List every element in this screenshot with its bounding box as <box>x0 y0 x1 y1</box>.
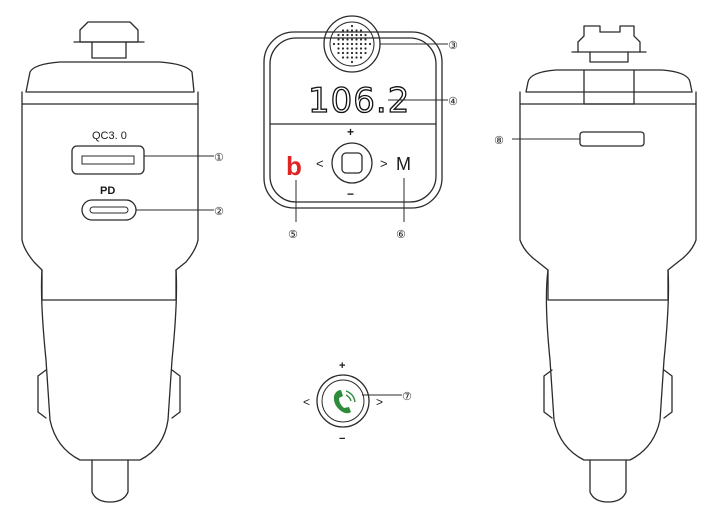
callout-5: ⑤ <box>288 228 298 241</box>
callout-7: ⑦ <box>402 390 412 403</box>
grille-hole <box>364 33 367 37</box>
charger-back-view: ⑧ <box>494 25 697 503</box>
usb-port-label: QC3. 0 <box>92 130 127 142</box>
grille-hole <box>359 42 363 46</box>
right-arrow-mark-2: > <box>376 395 383 409</box>
grille-hole <box>355 56 358 59</box>
grille-hole <box>350 51 354 55</box>
grille-hole <box>337 33 340 37</box>
grille-hole <box>350 47 354 50</box>
callout-3: ③ <box>448 39 458 52</box>
pd-port-label: PD <box>100 185 115 197</box>
grille-hole <box>341 42 345 46</box>
grille-hole <box>332 42 336 46</box>
grille-hole <box>350 24 354 28</box>
grille-hole <box>346 47 349 50</box>
minus-mark-2: − <box>339 433 345 445</box>
grille-hole <box>350 29 354 32</box>
grille-hole <box>350 38 354 41</box>
call-button-detail: + − < > ⑦ <box>303 360 412 445</box>
grille-hole <box>364 47 367 50</box>
left-arrow-mark: < <box>316 156 324 171</box>
left-arrow-mark-2: < <box>303 395 310 409</box>
grille-hole <box>359 29 363 32</box>
grille-hole <box>346 38 349 41</box>
grille-hole <box>350 60 354 64</box>
grille-hole <box>346 56 349 59</box>
grille-hole <box>341 51 345 55</box>
grille-hole <box>346 29 349 32</box>
grille-hole <box>341 29 345 32</box>
callout-2: ② <box>214 205 224 218</box>
grille-hole <box>364 38 367 41</box>
grille-hole <box>341 56 345 59</box>
grille-hole <box>359 51 363 55</box>
usb-a-port <box>71 145 145 175</box>
grille-hole <box>359 33 363 37</box>
grille-hole <box>341 47 345 50</box>
display-frequency: 106.2 <box>308 81 410 121</box>
right-arrow-mark: > <box>380 156 388 171</box>
plus-mark: + <box>347 125 354 139</box>
grille-hole <box>350 33 354 37</box>
charger-front-view: QC3. 0 PD ① ② <box>21 21 224 503</box>
grille-hole <box>359 47 363 50</box>
grille-hole <box>346 51 349 55</box>
grille-hole <box>355 47 358 50</box>
grille-hole <box>346 33 349 37</box>
grille-hole <box>355 51 358 55</box>
grille-hole <box>359 56 363 59</box>
grille-hole <box>337 42 340 46</box>
grille-hole <box>341 33 345 37</box>
grille-hole <box>355 38 358 41</box>
grille-hole <box>337 38 340 41</box>
phone-icon <box>333 390 356 414</box>
grille-hole <box>355 29 358 32</box>
plus-mark-2: + <box>339 360 345 372</box>
grille-hole <box>355 42 358 46</box>
callout-6: ⑥ <box>396 228 406 241</box>
b-button-label: b <box>286 151 302 181</box>
grille-hole <box>341 38 345 41</box>
grille-hole <box>364 42 367 46</box>
grille-hole <box>350 42 354 46</box>
grille-hole <box>368 42 372 46</box>
back-slot <box>579 131 645 147</box>
m-button-label: M <box>396 154 411 174</box>
grille-hole <box>337 51 340 55</box>
grille-hole <box>346 42 349 46</box>
callout-4: ④ <box>448 95 458 108</box>
control-knob <box>331 142 373 184</box>
grille-hole <box>337 47 340 50</box>
charger-face-view: 106.2 + − < > b M ③ ④ ⑤ ⑥ <box>263 15 458 241</box>
callout-8: ⑧ <box>494 134 504 147</box>
grille-hole <box>350 56 354 59</box>
callout-1: ① <box>214 151 224 164</box>
grille-hole <box>355 33 358 37</box>
grille-hole <box>359 38 363 41</box>
minus-mark: − <box>347 187 354 201</box>
grille-hole <box>364 51 367 55</box>
